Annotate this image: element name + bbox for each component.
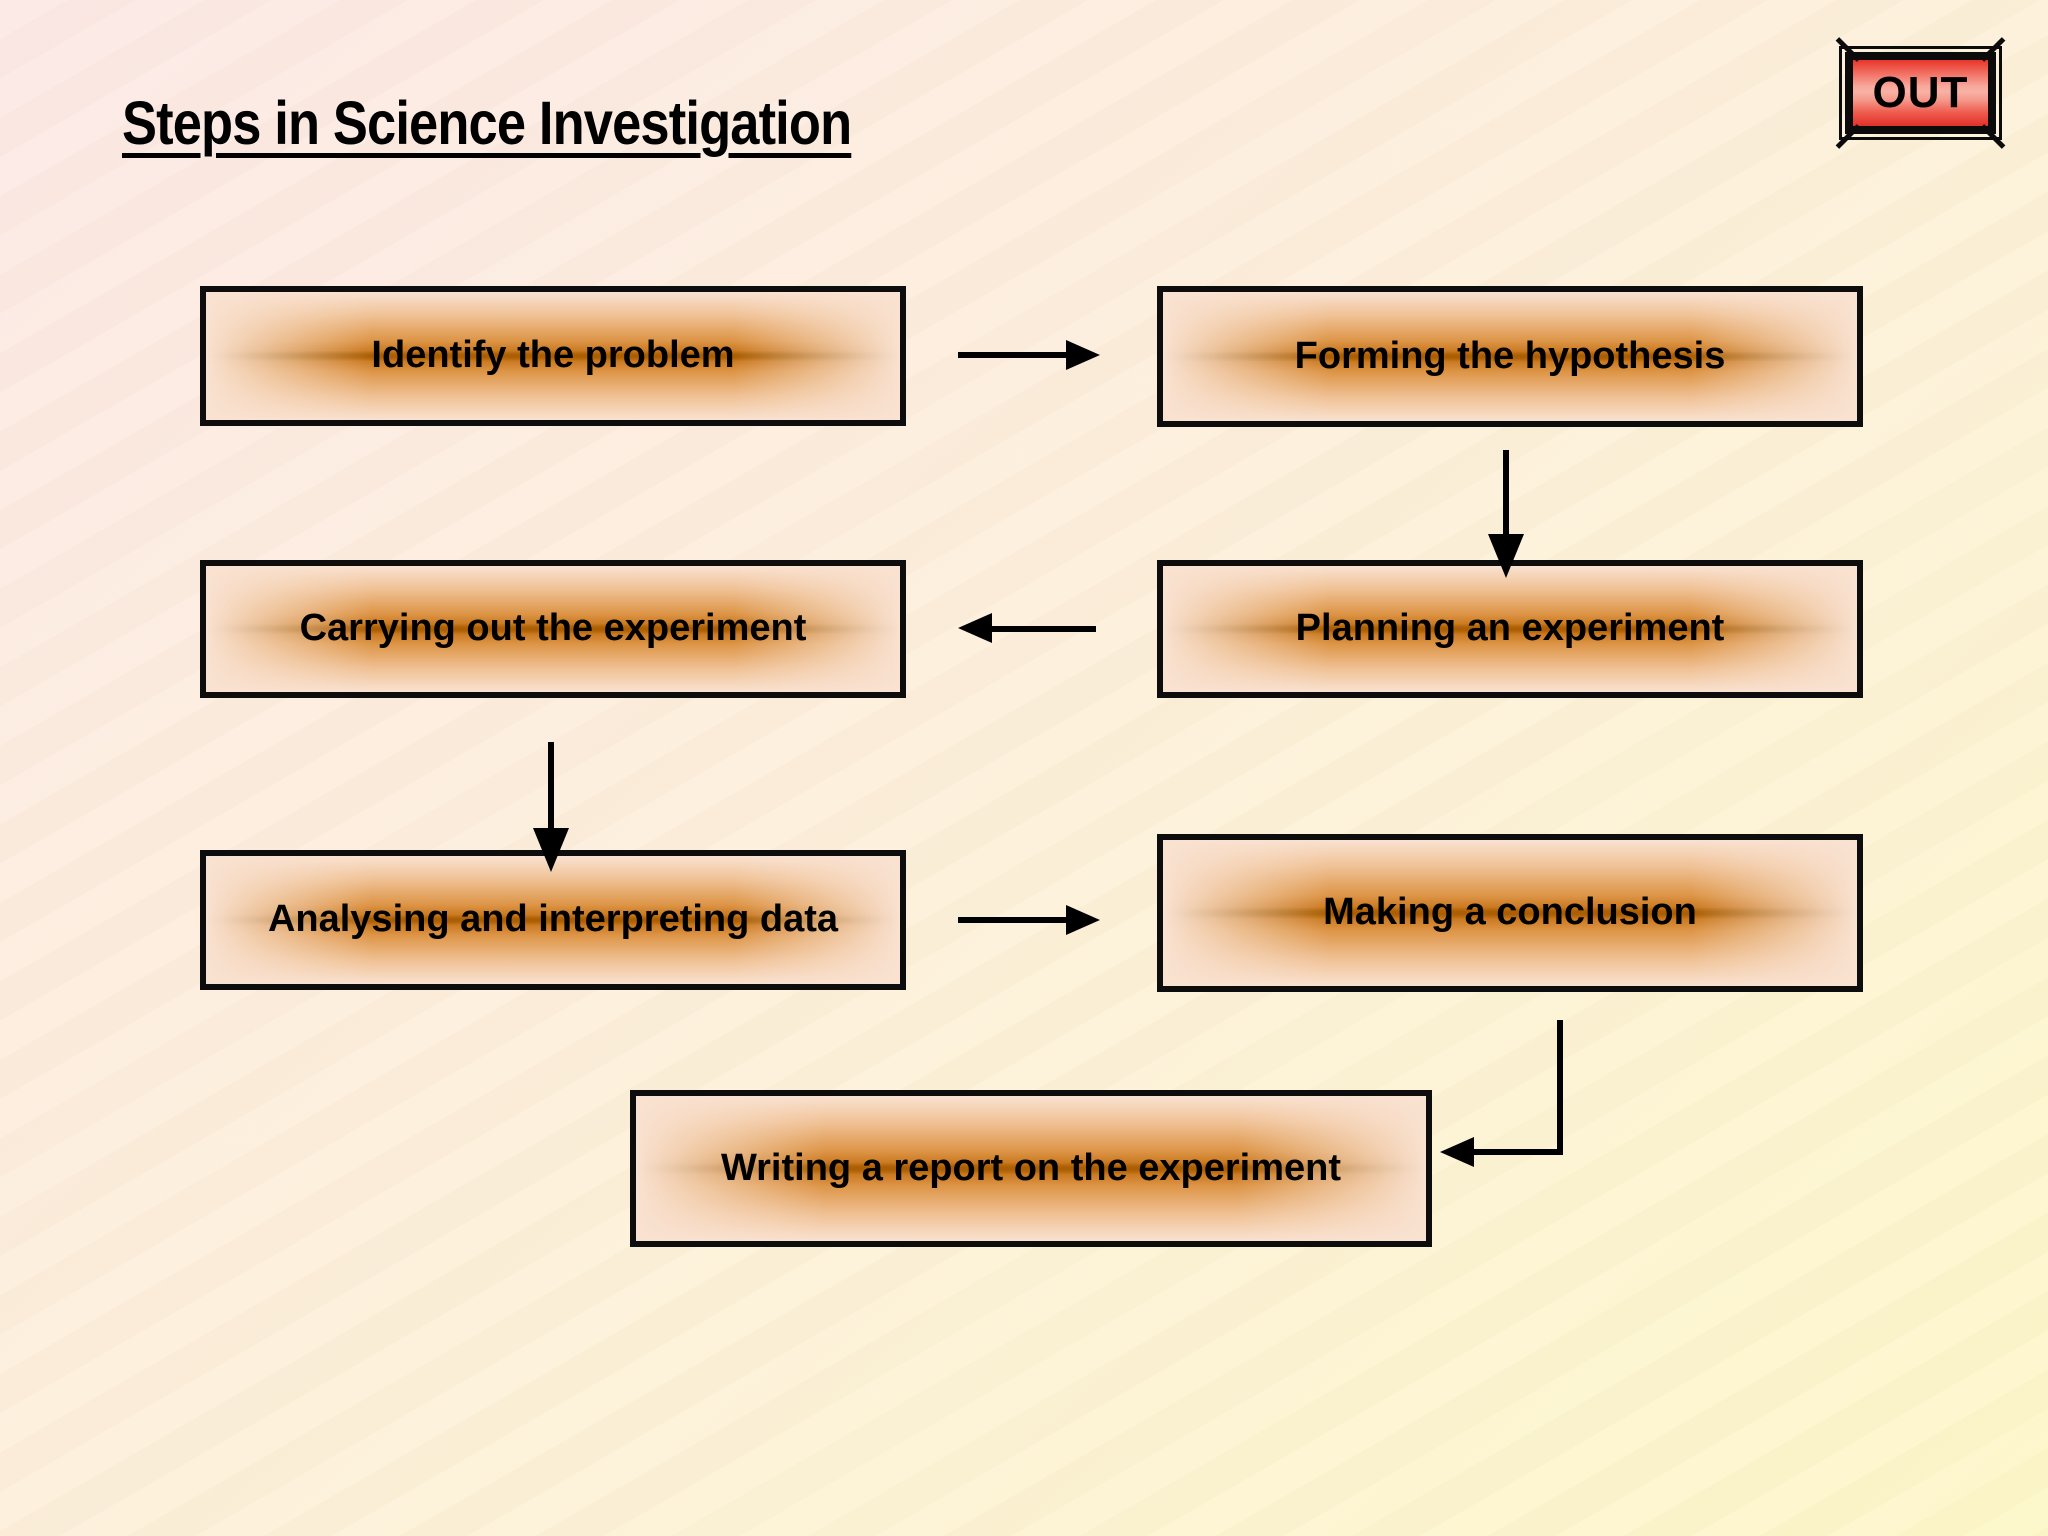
arrow-head-left-icon <box>1440 1137 1474 1167</box>
arrow-head-down-icon <box>533 828 569 872</box>
page-title: Steps in Science Investigation <box>122 89 852 157</box>
arrow-head-right-icon <box>1066 905 1100 935</box>
flow-node-label: Carrying out the experiment <box>299 607 807 650</box>
flow-node-carrying-out-the-experiment: Carrying out the experiment <box>200 560 906 698</box>
flow-node-forming-the-hypothesis: Forming the hypothesis <box>1157 286 1863 427</box>
arrow-line <box>1503 450 1509 534</box>
arrow-line <box>992 626 1096 632</box>
flow-node-writing-a-report: Writing a report on the experiment <box>630 1090 1432 1247</box>
flow-node-label: Writing a report on the experiment <box>720 1146 1342 1189</box>
arrow-line-vertical <box>1557 1020 1563 1155</box>
flow-node-label: Making a conclusion <box>1323 891 1697 934</box>
flow-node-identify-the-problem: Identify the problem <box>200 286 906 426</box>
flow-node-making-a-conclusion: Making a conclusion <box>1157 834 1863 992</box>
out-button[interactable]: OUT <box>1835 37 2006 149</box>
arrow-head-down-icon <box>1488 534 1524 578</box>
arrow-line-horizontal <box>1474 1149 1563 1155</box>
out-button-label: OUT <box>1872 68 1969 117</box>
arrow-line <box>958 352 1066 358</box>
flow-node-label: Forming the hypothesis <box>1294 334 1726 377</box>
out-button-panel: OUT <box>1845 52 1996 134</box>
flow-node-planning-an-experiment: Planning an experiment <box>1157 560 1863 698</box>
flow-node-label: Planning an experiment <box>1295 607 1725 650</box>
flow-node-analysing-and-interpreting-data: Analysing and interpreting data <box>200 850 906 990</box>
arrow-head-right-icon <box>1066 340 1100 370</box>
arrow-head-left-icon <box>958 613 992 643</box>
flow-node-label: Identify the problem <box>371 334 735 377</box>
arrow-line <box>958 917 1066 923</box>
arrow-line <box>548 742 554 828</box>
flow-node-label: Analysing and interpreting data <box>267 898 839 941</box>
